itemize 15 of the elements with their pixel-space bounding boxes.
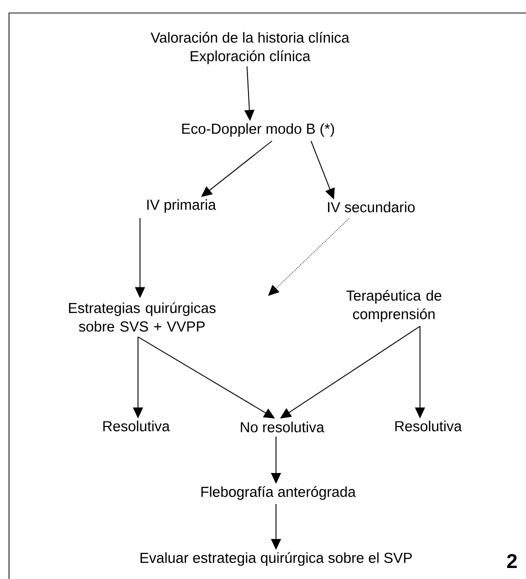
flow-step-text: Flebografía anterógrada xyxy=(201,486,356,500)
figure-number: 2 xyxy=(507,554,517,568)
flow-step-text: Estrategias quirúrgicas sobre SVS + VVPP xyxy=(69,302,216,332)
flow-step-text: Valoración de la historia clínica Exploración clínica xyxy=(150,32,350,64)
flow-step-text: IV secundario xyxy=(328,202,415,212)
arrow xyxy=(138,336,275,418)
flow-step-text: IV primaria xyxy=(147,199,216,213)
flow-step-text: Resolutiva xyxy=(395,420,462,432)
flow-step-text: Evaluar estrategia quirúrgica sobre el SVP xyxy=(140,552,412,566)
flow-step-text: No resolutiva xyxy=(240,422,324,432)
flow-step-text: Eco-Doppler modo B (*) xyxy=(182,123,334,137)
arrow xyxy=(280,326,420,418)
flow-step-text: Resolutiva xyxy=(103,420,170,432)
dotted-arrow xyxy=(268,218,350,296)
flow-step-text: Terapéutica de comprensión xyxy=(346,290,442,322)
